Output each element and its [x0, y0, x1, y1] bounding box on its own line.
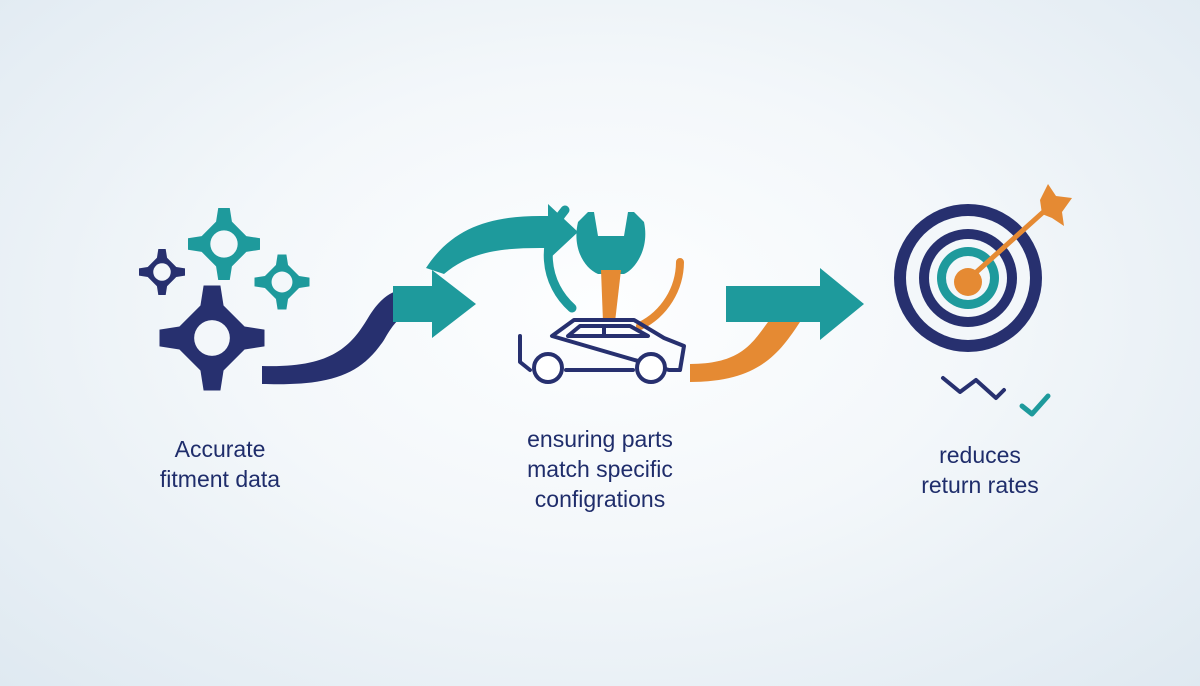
orange-flow-band [690, 322, 800, 382]
wrench-handle [601, 270, 621, 322]
medium-gear-teal [188, 208, 260, 280]
step-1-line-2: fitment data [159, 466, 281, 492]
gears-icon [139, 208, 310, 391]
step-1-line-1: Accurate [174, 436, 266, 462]
car-windows [566, 324, 650, 338]
car-body [518, 318, 686, 372]
trend-down-icon [941, 376, 1006, 400]
arrow-shaft [969, 203, 1053, 279]
car-rear-wheel [635, 352, 667, 384]
wrench-head [576, 212, 646, 274]
teal-flow-band [426, 216, 552, 274]
arrow-icon [393, 270, 476, 338]
checkmark-icon [1019, 393, 1051, 417]
target-icon [894, 184, 1072, 352]
wrench-icon [543, 205, 684, 330]
step-2-line-2: match specific [527, 456, 673, 482]
wrench-arc-orange [636, 258, 684, 330]
car-front-wheel [532, 352, 564, 384]
step-1-caption: Accurate fitment data [120, 434, 320, 494]
wrench-arc-teal [543, 205, 577, 313]
arrow-icon-2 [726, 268, 864, 340]
step-2-line-1: ensuring parts [527, 426, 673, 452]
arrow-fletching [1040, 184, 1072, 226]
navy-flow-band [262, 290, 404, 385]
large-gear-navy [159, 285, 265, 391]
car-icon [518, 318, 686, 384]
step-2-caption: ensuring parts match specific configrati… [470, 424, 730, 514]
small-gear-navy [139, 249, 185, 295]
step-3-caption: reduces return rates [880, 440, 1080, 500]
step-3-line-2: return rates [921, 472, 1039, 498]
step-3-line-1: reduces [939, 442, 1021, 468]
step-2-line-3: configrations [534, 486, 666, 512]
small-gear-teal [254, 254, 310, 310]
